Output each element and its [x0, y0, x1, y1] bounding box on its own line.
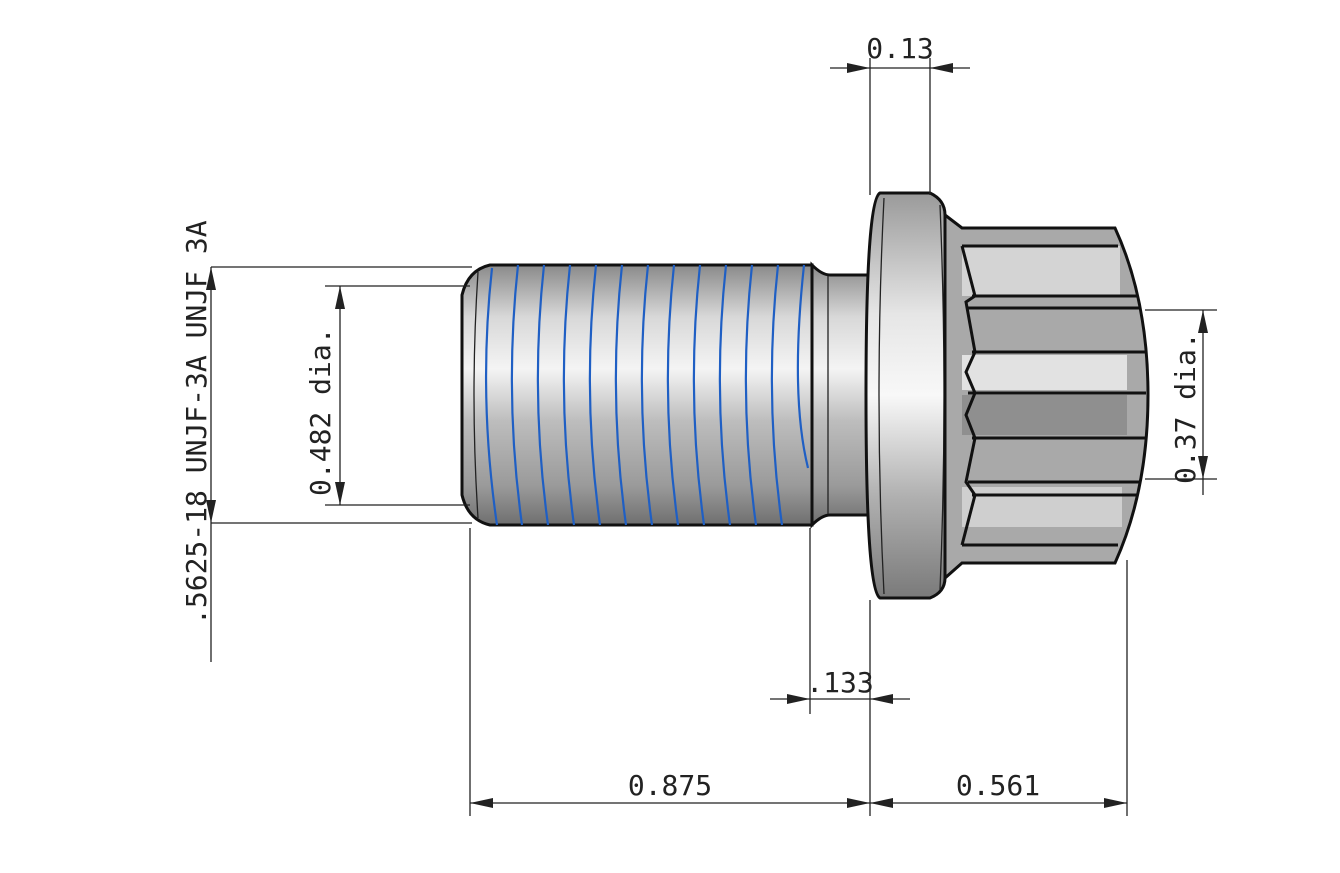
threaded-shank — [460, 263, 814, 527]
thread-spec-label: .5625-18 UNJF-3A UNJF 3A — [180, 220, 213, 625]
head-drive-dia-label: 0.37 dia. — [1169, 332, 1202, 484]
dim-neck-length: .133 — [770, 528, 910, 714]
flange-thickness-label: 0.13 — [866, 32, 933, 65]
shank-length-label: 0.875 — [628, 769, 712, 802]
minor-dia-label: 0.482 dia. — [304, 327, 337, 496]
neck — [810, 261, 872, 529]
dim-flange-thickness: 0.13 — [830, 32, 970, 195]
flange — [864, 191, 947, 600]
dim-thread-spec: .5625-18 UNJF-3A UNJF 3A — [180, 220, 472, 662]
thread-helix — [484, 264, 810, 526]
dim-head-drive-dia: 0.37 dia. — [1145, 309, 1217, 495]
dim-minor-dia: 0.482 dia. — [304, 285, 470, 506]
head-length-label: 0.561 — [956, 769, 1040, 802]
dim-overall-lengths: 0.875 0.561 — [469, 528, 1128, 816]
neck-length-label: .133 — [806, 666, 873, 699]
twelve-point-head — [943, 211, 1150, 582]
